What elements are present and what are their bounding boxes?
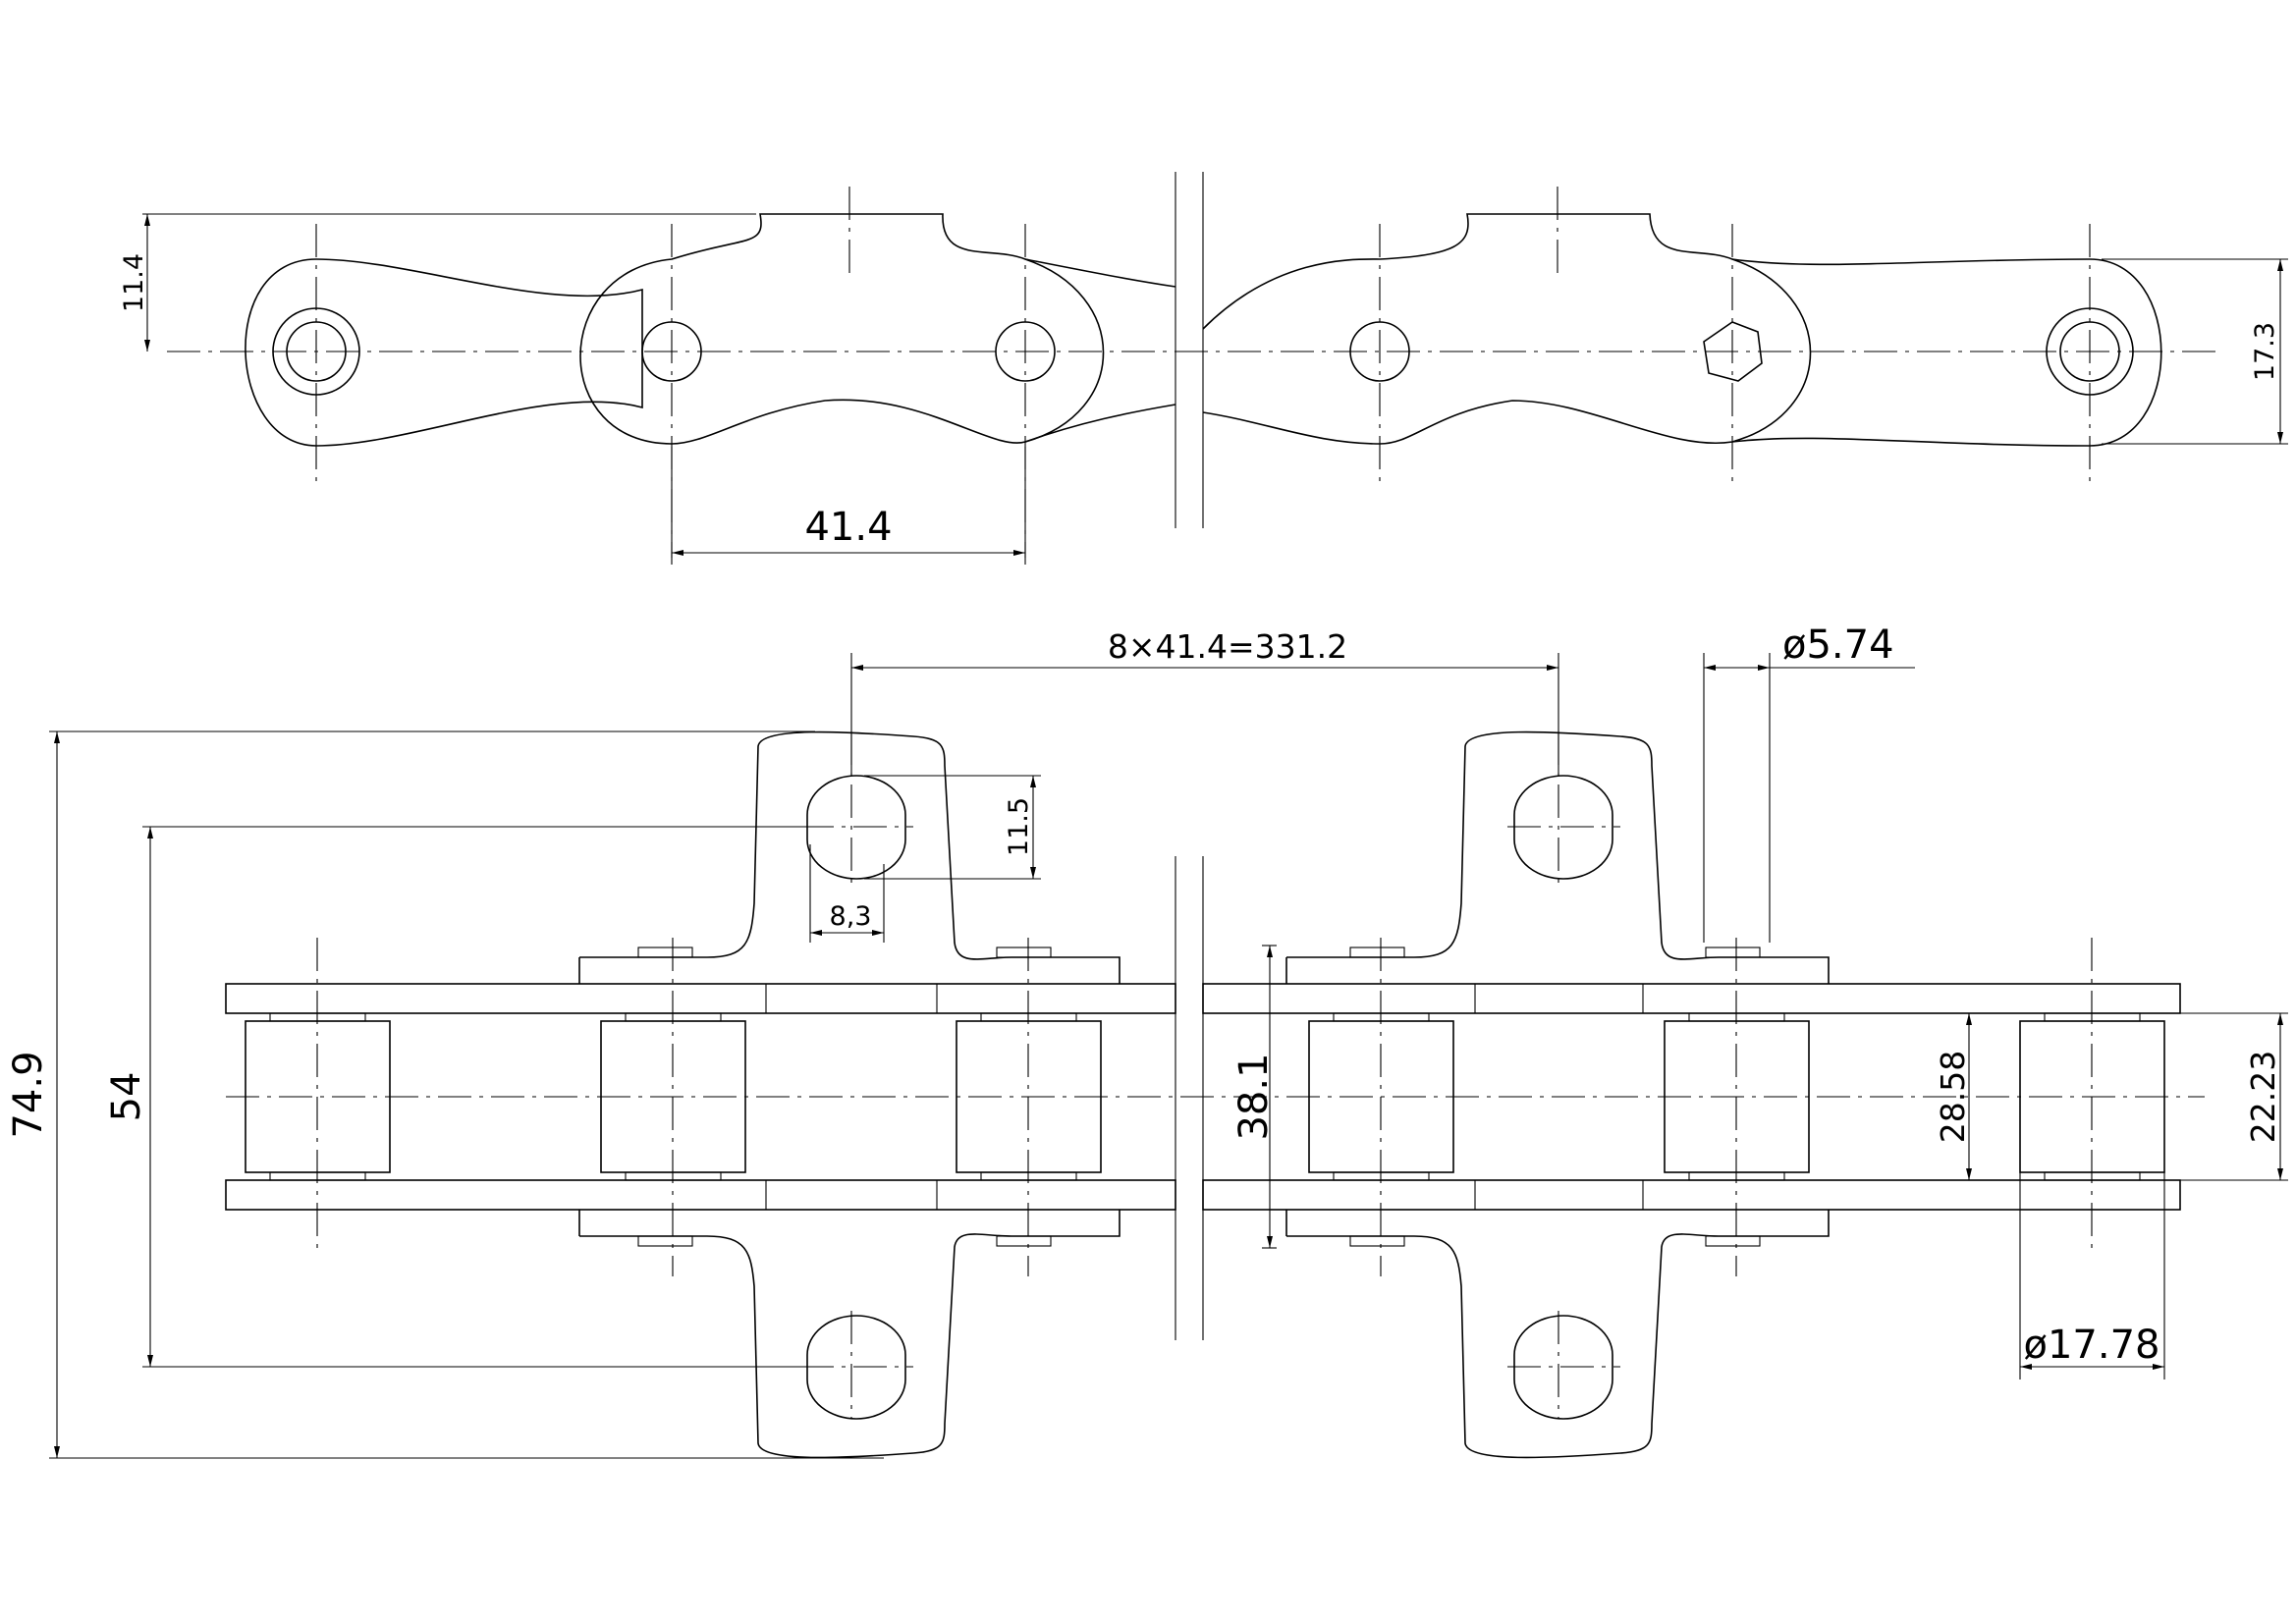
bottom-attachment-left	[578, 1210, 1121, 1459]
right-end-plate	[1731, 258, 2162, 447]
dim-top-plate-height: 17.3	[2250, 322, 2280, 381]
dim-overall-width: 74.9	[6, 1051, 51, 1138]
dim-top-height: 11.4	[119, 253, 149, 312]
top-view: 11.4 17.3 41.4	[119, 172, 2288, 565]
dim-hole-spacing: 54	[104, 1072, 149, 1122]
dim-attach-spacing: 8×41.4=331.2	[1108, 627, 1347, 666]
right-outer-plate	[1202, 213, 1812, 445]
dim-pin-diameter: ø5.74	[1782, 622, 1894, 668]
left-outer-plate	[579, 213, 1105, 445]
top-attachment-left	[578, 730, 1121, 984]
dim-top-pitch: 41.4	[804, 505, 892, 550]
dim-inner-width-mid: 28.58	[1934, 1051, 1972, 1143]
bottom-attachment-right	[1285, 1210, 1830, 1459]
left-end-plate	[245, 258, 643, 447]
bottom-view: 8×41.4=331.2 ø5.74 74.9 54 11.5 8,3 38.1	[6, 622, 2288, 1459]
top-attachment-right	[1285, 730, 1830, 984]
dim-inner-width-outer: 38.1	[1231, 1053, 1277, 1140]
dim-roller-diameter: ø17.78	[2024, 1323, 2160, 1368]
dim-roller-width: 22.23	[2244, 1051, 2282, 1143]
dim-hole-width: 8,3	[830, 901, 872, 932]
pin-5	[1703, 321, 1763, 382]
dim-hole-vertical: 11.5	[1004, 797, 1034, 856]
